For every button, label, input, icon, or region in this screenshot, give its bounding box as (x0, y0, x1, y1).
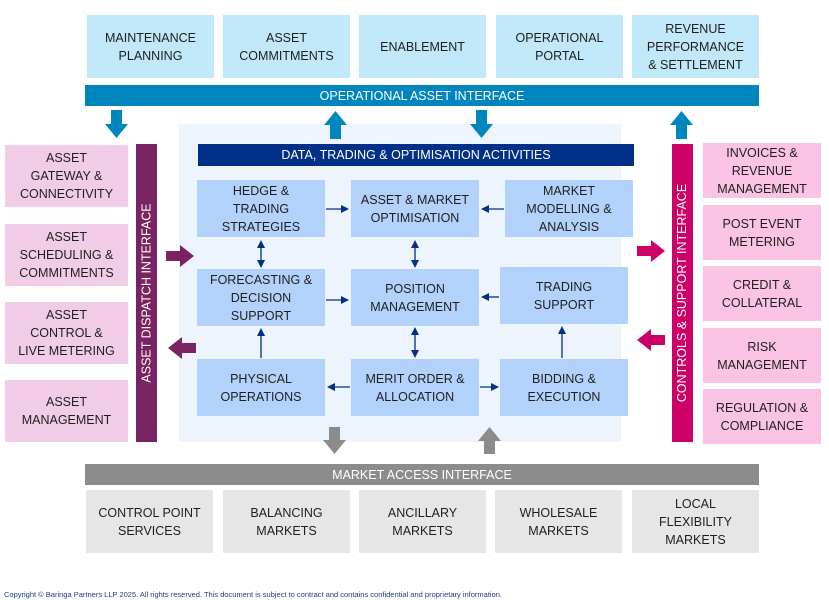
right-box-regulation-compliance: Regulation & Compliance (703, 389, 821, 444)
core-box-position-management: Position Management (351, 269, 479, 326)
up-arrow-icon (478, 427, 501, 454)
top-box-label: Maintenance Planning (105, 30, 196, 63)
left-arrow-icon (637, 329, 665, 351)
bottom-box-label: Control Point Services (98, 505, 201, 538)
up-arrow-icon (670, 111, 693, 139)
core-box-hedge-trading: Hedge & Trading Strategies (197, 180, 325, 237)
right-box-label: Post Event Metering (722, 216, 802, 249)
left-box-label: Asset Management (21, 395, 112, 427)
right-box-post-event-metering: Post Event Metering (703, 205, 821, 260)
core-box-label: Hedge & Trading Strategies (221, 183, 301, 234)
down-arrow-icon (105, 110, 128, 138)
market-access-interface-bar: Market Access Interface (85, 464, 759, 485)
core-box-market-modelling: Market Modelling & Analysis (505, 180, 633, 237)
bottom-box-label: Balancing Markets (250, 505, 323, 538)
bottom-box-wholesale-markets: Wholesale Markets (495, 490, 622, 553)
bottom-box-balancing-markets: Balancing Markets (223, 490, 350, 553)
right-arrow-icon (637, 240, 665, 262)
right-arrow-icon (166, 245, 194, 267)
asset-dispatch-interface-bar: Asset Dispatch Interface (136, 144, 157, 442)
top-box-label: Enablement (380, 39, 465, 54)
copyright-notice: Copyright © Baringa Partners LLP 2025. A… (4, 590, 503, 599)
left-arrow-icon (168, 337, 196, 359)
operational-interface-label: Operational Asset Interface (319, 88, 525, 103)
core-box-label: Asset & Market Optimisation (360, 192, 470, 225)
bottom-box-control-point-services: Control Point Services (86, 490, 213, 553)
top-box-asset-commitments: Asset Commitments (223, 15, 350, 78)
controls-support-interface-bar: Controls & Support Interface (672, 144, 693, 442)
left-box-label: Asset Scheduling & Commitments (19, 230, 114, 280)
left-box-asset-control: Asset Control & Live Metering (5, 302, 128, 364)
core-box-merit-order: Merit Order & Allocation (351, 359, 479, 416)
top-box-label: Revenue Performance & Settlement (646, 21, 745, 72)
market-interface-label: Market Access Interface (332, 467, 512, 482)
right-box-risk-management: Risk Management (703, 328, 821, 383)
core-box-asset-market-optimisation: Asset & Market Optimisation (351, 180, 479, 237)
bottom-box-label: Wholesale Markets (519, 505, 598, 538)
core-box-label: Position Management (370, 281, 460, 314)
core-box-forecasting: Forecasting & Decision Support (197, 269, 325, 326)
top-box-maintenance-planning: Maintenance Planning (87, 15, 214, 78)
core-box-label: Trading Support (533, 279, 595, 312)
top-box-operational-portal: Operational Portal (496, 15, 623, 78)
core-box-physical-operations: Physical Operations (197, 359, 325, 416)
bottom-box-local-flexibility-markets: Local Flexibility Markets (632, 490, 759, 553)
left-box-asset-scheduling: Asset Scheduling & Commitments (5, 224, 128, 286)
bottom-box-label: Ancillary Markets (387, 505, 458, 538)
left-box-label: Asset Gateway & Connectivity (19, 151, 114, 201)
bottom-box-label: Local Flexibility Markets (659, 496, 732, 547)
operational-asset-interface-bar: Operational Asset Interface (85, 85, 759, 106)
right-box-invoices: Invoices & Revenue Management (703, 143, 821, 198)
core-box-label: Merit Order & Allocation (365, 371, 465, 404)
top-box-enablement: Enablement (359, 15, 486, 78)
core-box-label: Physical Operations (220, 371, 302, 404)
top-box-label: Asset Commitments (239, 30, 334, 63)
right-box-label: Credit & Collateral (721, 277, 803, 310)
left-box-asset-gateway: Asset Gateway & Connectivity (5, 145, 128, 207)
bottom-box-ancillary-markets: Ancillary Markets (359, 490, 486, 553)
left-box-asset-management: Asset Management (5, 380, 128, 442)
core-box-label: Forecasting & Decision Support (209, 272, 313, 323)
core-header-label: Data, Trading & Optimisation Activities (281, 148, 551, 162)
up-arrow-icon (324, 111, 347, 139)
core-box-trading-support: Trading Support (500, 267, 628, 324)
top-box-revenue-performance: Revenue Performance & Settlement (632, 15, 759, 78)
right-box-label: Risk Management (717, 339, 807, 372)
right-box-label: Regulation & Compliance (715, 400, 809, 433)
down-arrow-icon (470, 110, 493, 138)
right-box-label: Invoices & Revenue Management (717, 145, 807, 196)
right-box-credit-collateral: Credit & Collateral (703, 266, 821, 321)
top-box-label: Operational Portal (515, 30, 604, 63)
core-box-label: Market Modelling & Analysis (526, 183, 612, 234)
core-box-bidding-execution: Bidding & Execution (500, 359, 628, 416)
core-box-label: Bidding & Execution (527, 371, 601, 404)
down-arrow-icon (323, 427, 346, 454)
left-box-label: Asset Control & Live Metering (18, 308, 115, 358)
core-header-bar: Data, Trading & Optimisation Activities (198, 144, 634, 166)
